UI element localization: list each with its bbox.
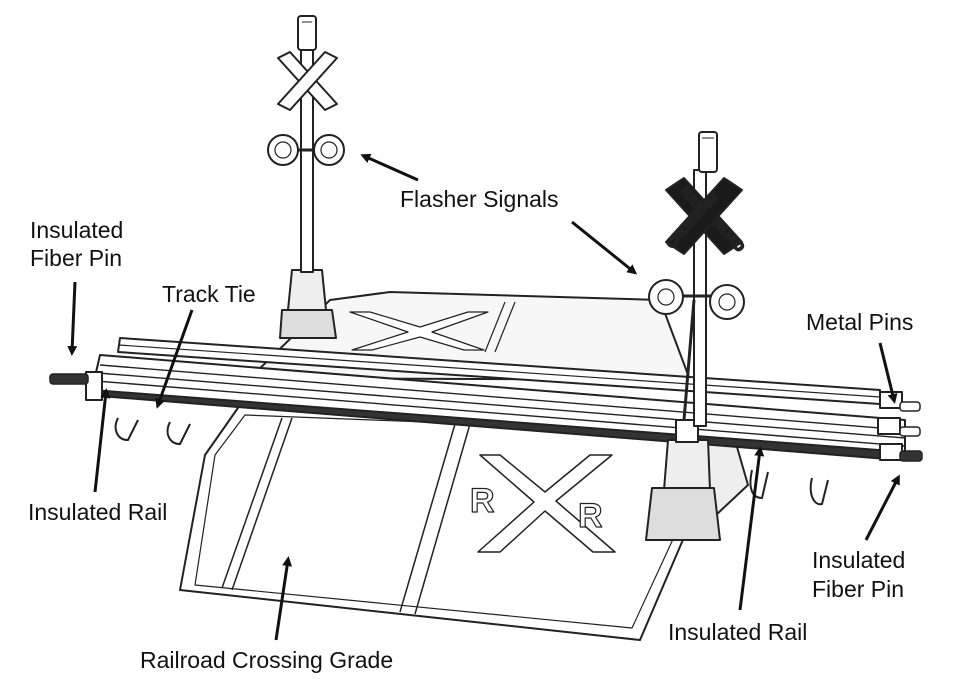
leader-arrows — [67, 153, 900, 641]
label-flasher-signals: Flasher Signals — [400, 186, 559, 212]
label-insulated-fiber-pin-right-line1: Insulated — [812, 547, 905, 573]
track-tie-left — [114, 417, 191, 445]
insulated-fiber-pin-left — [49, 373, 89, 385]
grade-marking-letter-right: R — [578, 497, 603, 535]
label-insulated-rail-right: Insulated Rail — [668, 619, 807, 645]
arrow-insulated-rail-right — [738, 446, 765, 611]
label-metal-pins: Metal Pins — [806, 309, 913, 335]
rxr-grade-marking-top — [349, 311, 489, 351]
label-insulated-fiber-pin-right-line2: Fiber Pin — [812, 576, 904, 602]
labels: Insulated Fiber Pin Track Tie Flasher Si… — [28, 186, 913, 673]
metal-pin-middle — [899, 426, 921, 437]
label-track-tie: Track Tie — [162, 281, 256, 307]
flasher-lights-right — [648, 279, 745, 320]
arrow-insulated-fiber-pin-right — [864, 474, 900, 541]
metal-pin-top — [899, 401, 921, 412]
insulated-fiber-pin-right — [899, 450, 923, 462]
arrow-insulated-fiber-pin-left — [67, 281, 78, 356]
label-insulated-rail-left: Insulated Rail — [28, 499, 167, 525]
arrow-railroad-crossing-grade — [274, 556, 293, 641]
arrow-flasher-signal-left — [360, 153, 419, 182]
flasher-signal-left — [267, 15, 345, 339]
label-insulated-fiber-pin-left-line1: Insulated — [30, 217, 123, 243]
grade-marking-letter-left: R — [470, 482, 495, 520]
rxr-grade-marking-front: R R — [469, 454, 616, 553]
label-railroad-crossing-grade: Railroad Crossing Grade — [140, 647, 393, 673]
crossing-grade: R R — [179, 291, 749, 641]
pins — [49, 373, 923, 462]
flasher-lights-left — [267, 134, 345, 166]
label-insulated-fiber-pin-left-line2: Fiber Pin — [30, 245, 122, 271]
arrow-metal-pins — [878, 342, 898, 404]
arrow-insulated-rail-left — [93, 388, 111, 493]
crossbuck-left — [277, 51, 338, 111]
arrow-track-tie — [155, 309, 194, 409]
track-tie-right — [749, 469, 829, 506]
arrow-flasher-signal-right — [571, 220, 638, 275]
